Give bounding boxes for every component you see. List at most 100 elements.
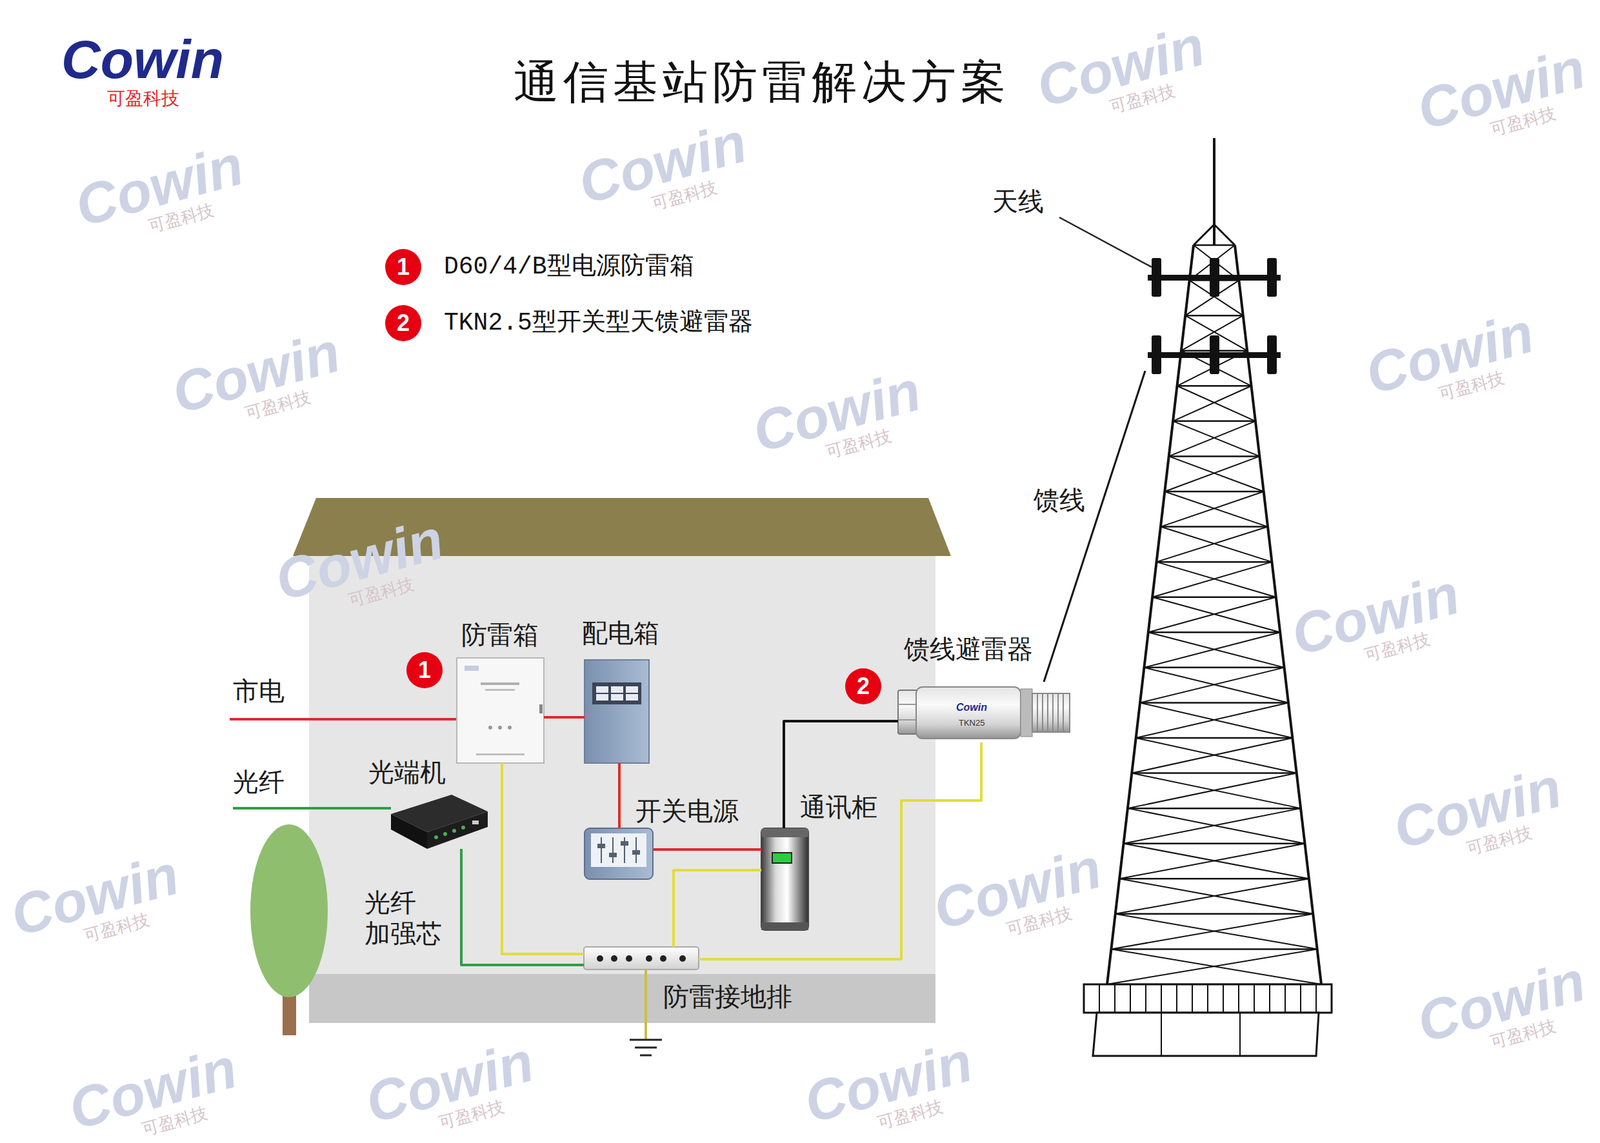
ground-bar-picture	[583, 947, 699, 970]
optical-transceiver-picture	[443, 832, 448, 837]
tower-lattice	[1127, 773, 1297, 810]
switching-power-picture	[597, 843, 606, 849]
switching-power-picture	[632, 850, 640, 855]
comm-cabinet-picture	[761, 922, 809, 931]
tower-lattice	[1123, 843, 1310, 880]
tower-lattice	[1131, 738, 1293, 774]
fiber-wire	[232, 807, 391, 810]
tower-lattice	[1143, 667, 1289, 704]
tower-base-slats	[1315, 984, 1317, 1013]
feeder-arrester-picture	[898, 719, 918, 721]
tower-base-slats	[1114, 984, 1116, 1013]
antenna-leader-line	[1059, 217, 1152, 268]
tower-base-slats	[1238, 984, 1240, 1013]
surge-box-picture	[456, 658, 544, 764]
switching-power-picture	[584, 828, 653, 880]
legend-text: D60/4/B型电源防雷箱	[443, 252, 695, 282]
tower-lattice	[1152, 597, 1280, 633]
tower	[1083, 984, 1332, 1013]
fiber-wire	[232, 808, 391, 810]
callout-circle	[845, 668, 882, 705]
connector-label: 馈线	[1033, 484, 1086, 516]
tower-base-slats	[1176, 984, 1178, 1013]
tower-lattice	[1160, 527, 1272, 563]
optical-transceiver-picture	[452, 829, 457, 833]
device-marking: TKN25	[958, 718, 985, 728]
tower	[1083, 138, 1332, 1057]
tower-lattice	[1143, 632, 1280, 668]
tower	[1151, 335, 1162, 375]
tree	[250, 824, 328, 1036]
tower	[1092, 1012, 1319, 1057]
feeder-arrester-picture	[1036, 693, 1039, 733]
node-label: 防雷箱	[461, 619, 539, 651]
logo-subtitle: 可盈科技	[107, 87, 180, 110]
tower-lattice	[1131, 772, 1297, 775]
tower-lattice	[1115, 913, 1313, 916]
ground-bar-picture	[583, 947, 699, 970]
feeder-arrester-picture	[1041, 693, 1044, 733]
tower-lattice	[1107, 949, 1318, 985]
earth-symbol	[640, 1054, 652, 1057]
tower-lattice	[1148, 597, 1277, 633]
switching-power-picture	[584, 828, 653, 880]
tower-lattice	[1115, 878, 1310, 915]
tower-lattice	[1140, 701, 1289, 704]
optical-transceiver: 光端机	[387, 793, 488, 850]
tower-lattice	[1136, 702, 1289, 739]
tower-base-slats	[1098, 984, 1100, 1013]
tower-lattice	[1156, 527, 1268, 563]
tower-lattice	[1110, 949, 1322, 985]
earth-symbol	[629, 969, 662, 1056]
distribution-box-picture	[584, 660, 650, 764]
feeder-arrester-picture	[1062, 693, 1064, 733]
feeder-arrester-picture	[898, 690, 918, 735]
power-wire	[543, 716, 585, 719]
wire-label: 光纤	[232, 766, 285, 798]
switching-power-picture	[620, 841, 629, 846]
tower-lattice	[1172, 385, 1251, 422]
title: 通信基站防雷解决方案	[513, 54, 1011, 110]
tower	[1209, 258, 1220, 297]
surge-box-picture	[464, 665, 479, 671]
node-label: 天线	[992, 185, 1044, 217]
tower-lattice	[1152, 596, 1277, 599]
tower-lattice	[1148, 632, 1285, 668]
legend-text: TKN2.5型开关型天馈避雷器	[443, 308, 753, 339]
switching-power-picture	[612, 837, 614, 864]
antenna: 天线	[1145, 254, 1284, 388]
tower-lattice	[1110, 948, 1317, 951]
optical-transceiver-picture	[427, 811, 488, 850]
tower-lattice	[1164, 456, 1260, 492]
callout-circle	[406, 652, 443, 689]
comm-cabinet: 通讯柜	[761, 828, 809, 931]
tower-lattice	[1172, 420, 1256, 423]
ground-bar-picture	[660, 955, 667, 962]
tower-lattice	[1160, 525, 1268, 528]
fiber-strength-wire	[461, 849, 584, 966]
node-label: 配电箱	[581, 617, 660, 649]
node-label: 馈线避雷器	[903, 633, 1033, 665]
tower-lattice	[1123, 808, 1302, 844]
switching-power-supply: 开关电源	[584, 828, 653, 880]
ground-wire	[501, 763, 584, 955]
tower-lattice	[1185, 314, 1244, 317]
tower-lattice	[1169, 456, 1264, 492]
ground-bar-picture	[610, 955, 618, 962]
tower-base-slats	[1284, 984, 1286, 1013]
earth-symbol	[629, 1039, 662, 1042]
optical-transceiver-picture	[390, 814, 428, 850]
tower	[1267, 335, 1277, 375]
callout-number: 2	[396, 311, 410, 335]
earth-symbol	[644, 969, 648, 1040]
tower-lattice	[1156, 561, 1273, 564]
tower-lattice	[1119, 878, 1313, 915]
distribution-box: 配电箱	[584, 660, 650, 764]
tower-base-slats	[1160, 984, 1162, 1013]
tower	[1212, 138, 1216, 246]
callout-circle	[385, 249, 422, 286]
tower-lattice	[1127, 807, 1301, 810]
tower-lattice	[1143, 667, 1284, 670]
